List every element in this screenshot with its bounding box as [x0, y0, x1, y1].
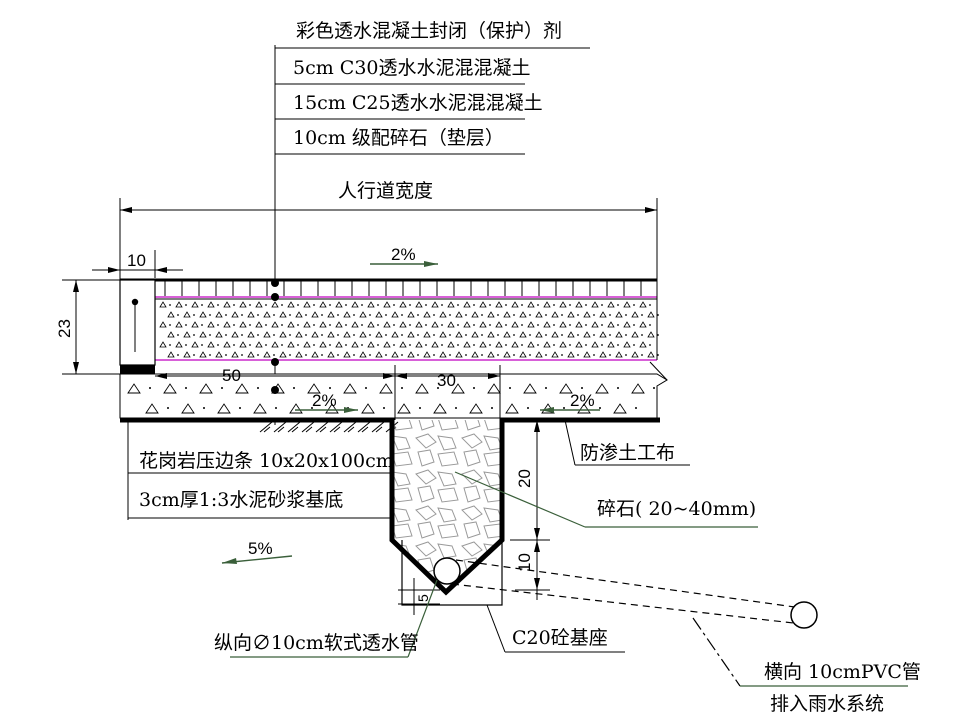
callout-granite-curb: 花岗岩压边条 10x20x100cm — [139, 450, 394, 472]
callout-transverse-pipe-2: 排入雨水系统 — [770, 693, 884, 715]
callout-gravel: 碎石( 20~40mm) — [597, 498, 756, 520]
curb-width-dimension: 10 — [92, 250, 183, 278]
pavement-concrete-layers — [120, 278, 659, 361]
layer-label-c30: 5cm C30透水水泥混混凝土 — [293, 57, 531, 79]
layer-label-sealer: 彩色透水混凝土封闭（保护）剂 — [296, 20, 562, 42]
slope-lower-left-label: 5% — [248, 539, 273, 558]
granite-curb — [119, 279, 156, 374]
pavement-width-label: 人行道宽度 — [338, 180, 433, 202]
pervious-concrete-hatch — [159, 301, 659, 358]
layer-label-c25: 15cm C25透水水泥混混凝土 — [293, 92, 543, 114]
dim-10-label: 10 — [127, 251, 146, 270]
callout-longitudinal-pipe: 纵向∅10cm软式透水管 — [214, 632, 419, 654]
gravel-cushion-hatch — [127, 383, 655, 414]
callout-transverse-pipe-1: 横向 10cmPVC管 — [764, 661, 921, 683]
dim-5-label: 5 — [415, 594, 431, 602]
layer-label-gravel-cushion: 10cm 级配碎石（垫层） — [293, 127, 504, 149]
dim-50-label: 50 — [222, 366, 241, 385]
soil-hatch — [259, 421, 399, 433]
dim-20-label: 20 — [515, 469, 534, 488]
slope-top-label: 2% — [391, 245, 416, 264]
dim-23-label: 23 — [55, 319, 74, 338]
crushed-stone-fill — [392, 420, 502, 540]
surface-texture-ticks — [164, 281, 642, 296]
longitudinal-perforated-pipe — [433, 557, 461, 585]
callout-geotextile: 防渗土工布 — [580, 442, 675, 464]
dim-10b-label: 10 — [515, 553, 534, 572]
slope-indicators: 2% 2% 2% 5% — [221, 245, 600, 564]
offset-dimensions: 50 30 — [155, 365, 501, 420]
transverse-pvc-pipe — [451, 559, 818, 629]
slope-mid-left-label: 2% — [312, 391, 337, 410]
c20-concrete-base — [401, 540, 503, 606]
slope-mid-right-label: 2% — [570, 391, 595, 410]
layer-callout-table: 彩色透水混凝土封闭（保护）剂 5cm C30透水水泥混混凝土 15cm C25透… — [274, 20, 590, 425]
callout-mortar-base: 3cm厚1:3水泥砂浆基底 — [139, 489, 343, 511]
callout-c20-base: C20砼基座 — [512, 627, 608, 649]
callout-leaders: 防渗土工布 碎石( 20~40mm) C20砼基座 纵向∅10cm软式透水管 横… — [139, 419, 921, 715]
leader-dots — [271, 279, 279, 394]
curb-height-dimension: 23 — [55, 279, 120, 375]
width-dimension: 人行道宽度 — [119, 180, 658, 282]
dim-30-label: 30 — [437, 371, 456, 390]
